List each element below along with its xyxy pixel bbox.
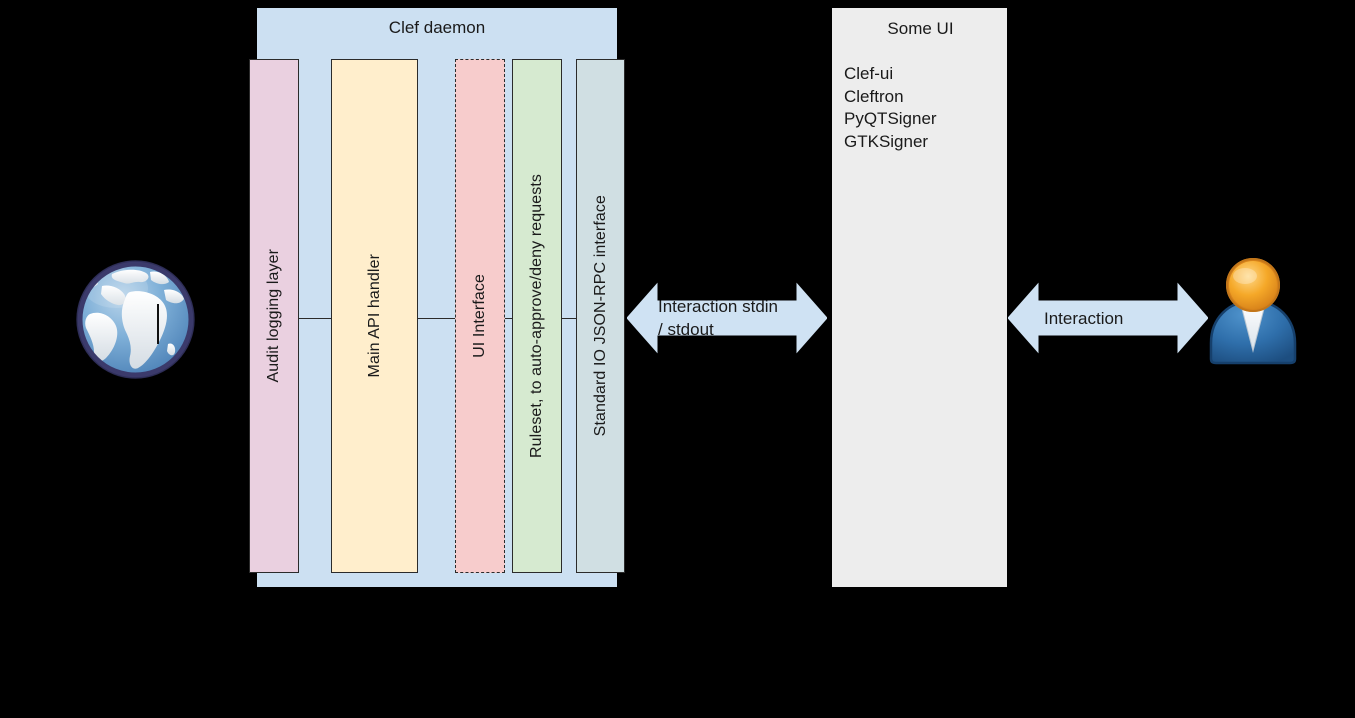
clef-daemon-title: Clef daemon (388, 18, 486, 37)
list-item: GTKSigner (844, 131, 929, 151)
connector-line (417, 318, 456, 319)
layer-label-standard-io-json-rpc: Standard IO JSON-RPC interface (591, 195, 609, 437)
user-icon (1205, 255, 1301, 365)
list-item: Clef-ui (844, 64, 894, 83)
layer-label-main-api-handler: Main API handler (365, 254, 383, 378)
some-ui-panel: Some UI Clef-ui Cleftron PyQTSigner GTKS… (832, 8, 1007, 587)
connector-line (298, 318, 332, 319)
layer-box-main-api-handler: Main API handler (331, 59, 418, 573)
clef-daemon-container (257, 8, 617, 587)
layer-box-standard-io-json-rpc: Standard IO JSON-RPC interface (576, 59, 625, 573)
some-ui-title: Some UI (887, 19, 954, 38)
list-item: Cleftron (844, 86, 904, 106)
layer-label-audit-logging: Audit logging layer (265, 249, 282, 383)
list-item: PyQTSigner (844, 109, 937, 128)
some-ui-list: Clef-ui Cleftron PyQTSigner GTKSigner (844, 63, 937, 153)
connector-line (561, 318, 577, 319)
layer-box-ruleset: Ruleset, to auto-approve/deny requests (512, 59, 562, 573)
layer-box-audit-logging: Audit logging layer (249, 59, 299, 573)
arrow-interaction-user: Interaction (1008, 274, 1208, 362)
layer-label-ruleset: Ruleset, to auto-approve/deny requests (528, 174, 545, 458)
layer-box-ui-interface: UI Interface (455, 59, 505, 573)
arrow-interaction-stdin-stdout: Interaction stdin / stdout (627, 274, 827, 362)
layer-label-ui-interface: UI Interface (471, 274, 488, 358)
globe-icon (72, 256, 199, 383)
connector-line (504, 318, 513, 319)
